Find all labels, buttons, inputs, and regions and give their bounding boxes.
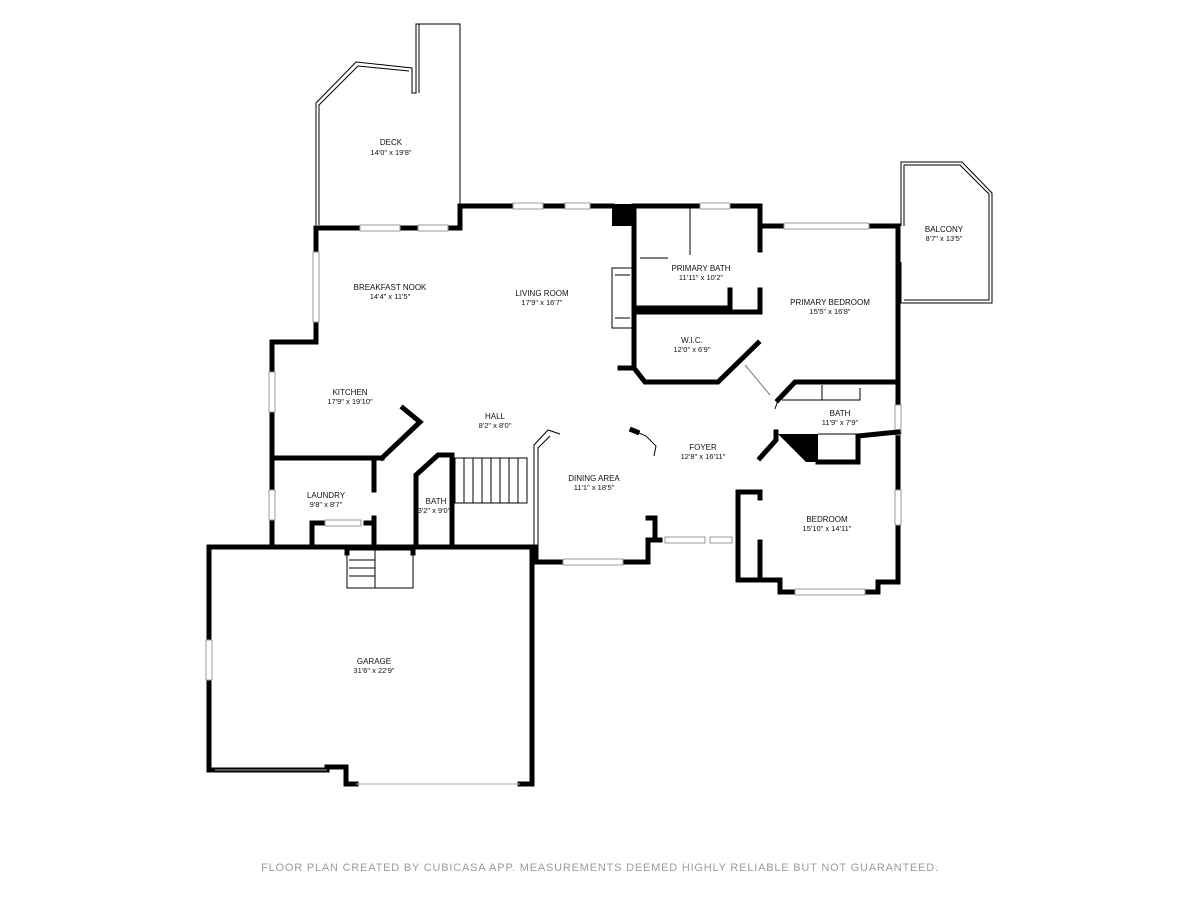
room-label-wic: W.I.C. 12'0" x 6'9" — [674, 336, 711, 354]
svg-text:DECK: DECK — [380, 138, 403, 147]
svg-text:14'0" x 19'8": 14'0" x 19'8" — [370, 148, 411, 157]
room-label-primary-bath: PRIMARY BATH 11'11" x 10'2" — [671, 264, 730, 282]
svg-text:14'4" x 11'5": 14'4" x 11'5" — [370, 292, 411, 301]
svg-text:3'2" x 9'0": 3'2" x 9'0" — [418, 506, 451, 515]
svg-text:11'11" x 10'2": 11'11" x 10'2" — [679, 273, 724, 282]
svg-text:PRIMARY BEDROOM: PRIMARY BEDROOM — [790, 298, 870, 307]
svg-text:BALCONY: BALCONY — [925, 225, 964, 234]
svg-text:BEDROOM: BEDROOM — [806, 515, 848, 524]
svg-text:9'8" x 8'7": 9'8" x 8'7" — [310, 500, 343, 509]
svg-text:FOYER: FOYER — [689, 443, 717, 452]
room-label-foyer: FOYER 12'8" x 16'11" — [681, 443, 726, 461]
svg-text:DINING AREA: DINING AREA — [568, 474, 620, 483]
svg-text:LIVING ROOM: LIVING ROOM — [515, 289, 569, 298]
svg-text:BATH: BATH — [426, 497, 447, 506]
svg-text:KITCHEN: KITCHEN — [332, 388, 367, 397]
svg-text:8'7" x 13'5": 8'7" x 13'5" — [926, 234, 963, 243]
room-label-kitchen: KITCHEN 17'9" x 19'10" — [327, 388, 373, 406]
svg-text:BATH: BATH — [830, 409, 851, 418]
svg-text:PRIMARY BATH: PRIMARY BATH — [671, 264, 730, 273]
room-label-garage: GARAGE 31'6" x 22'9" — [353, 657, 394, 675]
svg-text:17'9" x 16'7": 17'9" x 16'7" — [521, 298, 562, 307]
room-label-bath-left: BATH 3'2" x 9'0" — [418, 497, 451, 515]
windows — [268, 202, 902, 596]
room-label-laundry: LAUNDRY 9'8" x 8'7" — [307, 491, 346, 509]
svg-text:15'5" x 16'8": 15'5" x 16'8" — [809, 307, 850, 316]
garage-walls — [205, 544, 535, 787]
room-label-balcony: BALCONY 8'7" x 13'5" — [925, 225, 964, 243]
svg-text:8'2" x 8'0": 8'2" x 8'0" — [479, 421, 512, 430]
svg-text:12'0" x 6'9": 12'0" x 6'9" — [674, 345, 711, 354]
room-label-bath-right: BATH 11'9" x 7'9" — [822, 409, 859, 427]
svg-text:LAUNDRY: LAUNDRY — [307, 491, 346, 500]
footer-disclaimer: FLOOR PLAN CREATED BY CUBICASA APP. MEAS… — [261, 862, 939, 874]
room-label-bedroom: BEDROOM 15'10" x 14'11" — [803, 515, 852, 533]
svg-text:17'9" x 19'10": 17'9" x 19'10" — [327, 397, 373, 406]
svg-text:11'1" x 18'5": 11'1" x 18'5" — [574, 483, 615, 492]
room-label-hall: HALL 8'2" x 8'0" — [479, 412, 512, 430]
room-label-breakfast-nook: BREAKFAST NOOK 14'4" x 11'5" — [354, 283, 427, 301]
balcony-outline — [900, 161, 993, 304]
svg-text:12'8" x 16'11": 12'8" x 16'11" — [681, 452, 726, 461]
room-label-living-room: LIVING ROOM 17'9" x 16'7" — [515, 289, 569, 307]
svg-text:BREAKFAST NOOK: BREAKFAST NOOK — [354, 283, 427, 292]
room-label-primary-bedroom: PRIMARY BEDROOM 15'5" x 16'8" — [790, 298, 870, 316]
interior-walls — [269, 203, 901, 550]
deck-outline — [315, 23, 461, 225]
svg-text:W.I.C.: W.I.C. — [681, 336, 703, 345]
svg-text:11'9" x 7'9": 11'9" x 7'9" — [822, 418, 859, 427]
room-label-dining-area: DINING AREA 11'1" x 18'5" — [568, 474, 620, 492]
svg-text:HALL: HALL — [485, 412, 506, 421]
svg-text:31'6" x 22'9": 31'6" x 22'9" — [353, 666, 394, 675]
room-label-deck: DECK 14'0" x 19'8" — [370, 138, 411, 157]
svg-text:GARAGE: GARAGE — [357, 657, 391, 666]
svg-text:15'10" x 14'11": 15'10" x 14'11" — [803, 524, 852, 533]
